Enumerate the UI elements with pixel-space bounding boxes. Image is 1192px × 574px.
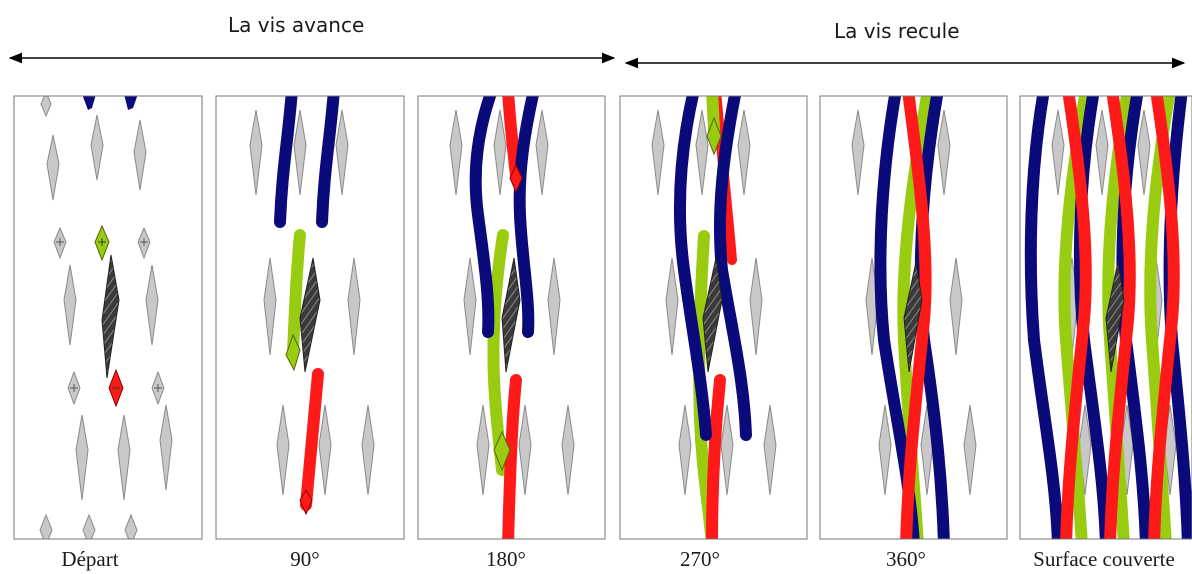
panel-depart [13, 95, 203, 540]
grey-plates [39, 96, 173, 539]
panel-270 [619, 95, 808, 540]
hatched-plate [501, 257, 521, 373]
hatched-plate [1105, 261, 1125, 373]
panel-360 [819, 95, 1008, 540]
label-surface-couverte: Surface couverte [1033, 547, 1175, 571]
label-360: 360° [886, 547, 926, 571]
hatched-plate [702, 257, 723, 373]
label-180: 180° [486, 547, 526, 571]
panel-90 [215, 95, 405, 540]
label-depart: Départ [61, 547, 119, 571]
hatched-plate [299, 257, 321, 373]
label-90: 90° [290, 547, 320, 571]
hatched-plate [903, 261, 923, 373]
backward-label: La vis recule [834, 19, 960, 43]
panel-surface-couverte [1019, 95, 1192, 540]
forward-label: La vis avance [228, 13, 365, 37]
panel-180 [417, 95, 606, 540]
hatched-plate [101, 254, 120, 379]
label-270: 270° [680, 547, 720, 571]
